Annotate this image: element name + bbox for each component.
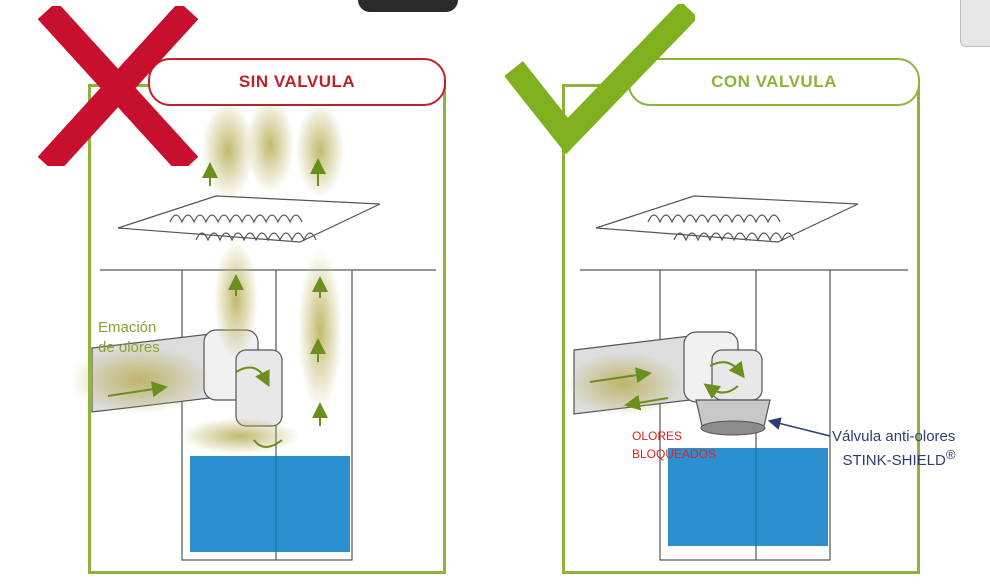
cross-icon [38, 6, 198, 166]
odor-arrows-right [589, 360, 745, 411]
top-dark-shape [358, 0, 458, 12]
odor-haze-left [70, 97, 344, 454]
odor-haze-right [566, 352, 682, 416]
registered-mark: ® [945, 447, 956, 462]
odor-emission-label-line2: de olores [98, 339, 160, 356]
title-with-valve-text: CON VALVULA [711, 72, 837, 91]
water-left [190, 456, 350, 552]
water-right [668, 448, 828, 546]
title-without-valve: SIN VALVULA [148, 58, 446, 106]
odor-emission-label: Emación de olores [98, 318, 160, 358]
grate-right [595, 195, 859, 243]
odors-blocked-label: OLORES BLOQUEADOS [632, 427, 716, 463]
valve-label-product: STINK-SHIELD [842, 452, 946, 469]
title-with-valve: CON VALVULA [628, 58, 920, 106]
valve-pointer-arrow [767, 417, 831, 437]
odor-arrows-left [107, 158, 328, 448]
odors-blocked-label-line1: OLORES [632, 429, 683, 443]
top-right-shape [960, 0, 990, 47]
valve-label: Válvula anti-olores STINK-SHIELD® [832, 428, 955, 470]
title-without-valve-text: SIN VALVULA [238, 72, 356, 91]
grate-left [117, 195, 381, 243]
odor-emission-label-line1: Emación [98, 319, 157, 336]
valve-label-line2: STINK-SHIELD® [832, 446, 955, 470]
odors-blocked-label-line2: BLOQUEADOS [632, 447, 717, 461]
valve-label-line1: Válvula anti-olores [832, 428, 956, 445]
check-icon [505, 4, 695, 154]
valve-stink-shield [695, 399, 771, 436]
